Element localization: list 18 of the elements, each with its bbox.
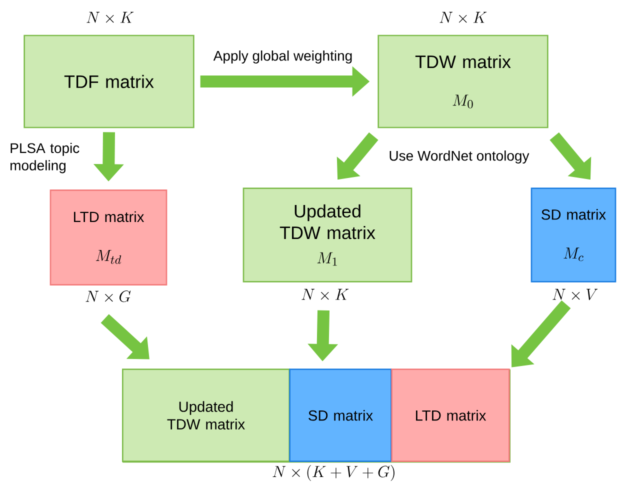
dimension-label: $N \times G$	[86, 290, 131, 302]
edge-label: Use WordNet ontology	[387, 149, 531, 165]
edge-label: PLSA topic modeling	[8, 141, 91, 175]
dimension-label: $N \times (K+V+G)$	[272, 465, 394, 482]
matrix-box: TDW matrix $M_0$	[378, 34, 548, 128]
dimension-label: $N \times K$	[440, 12, 487, 23]
dimension-label: $N \times V$	[552, 288, 598, 300]
matrix-box: SD matrix $M_c$	[530, 188, 616, 282]
matrix-box: TDF matrix	[24, 34, 194, 128]
edge-label: Apply global weighting	[212, 49, 354, 65]
matrix-box: Updated TDW matrix $M_1$	[242, 188, 412, 282]
dimension-label: $N \times K$	[302, 288, 349, 300]
matrix-box: LTD matrix $M_{td}$	[50, 190, 168, 286]
matrix-cell: LTD matrix	[391, 368, 510, 462]
matrix-cell: SD matrix	[289, 368, 392, 462]
arrow	[100, 314, 150, 360]
matrix-cell: Updated TDW matrix	[122, 368, 290, 462]
dimension-label: $N \times K$	[86, 12, 134, 23]
